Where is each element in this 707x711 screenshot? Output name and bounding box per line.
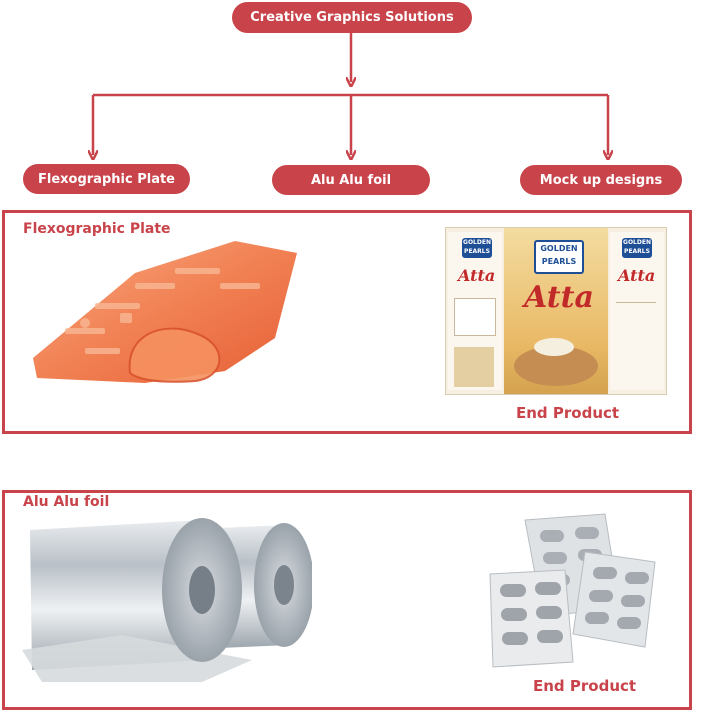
foil-roll-image: [22, 518, 312, 682]
package-info-block: [616, 302, 656, 331]
package-side-left: GOLDEN PEARLS Atta: [448, 232, 502, 390]
branch-node-mock-up-designs: Mock up designs: [520, 165, 682, 195]
root-node: Creative Graphics Solutions: [232, 2, 472, 33]
blister-sheet: [572, 551, 656, 648]
package-logo: GOLDEN PEARLS: [462, 238, 492, 258]
panel-title: Flexographic Plate: [23, 221, 171, 237]
nutrition-table: [454, 298, 496, 336]
root-node-label: Creative Graphics Solutions: [250, 10, 454, 25]
package-front: GOLDEN PEARLS Atta: [504, 228, 608, 394]
package-logo: GOLDEN PEARLS: [622, 238, 652, 258]
blister-sheet: [489, 569, 574, 668]
blister-pack-image: [489, 513, 656, 668]
package-flour-bowl: [534, 338, 574, 356]
package-product-word: Atta: [458, 266, 496, 285]
end-product-label: End Product: [516, 404, 620, 422]
package-side-right: GOLDEN PEARLS Atta: [610, 232, 664, 390]
branch-node-flexographic-plate: Flexographic Plate: [23, 164, 190, 194]
branch-label: Alu Alu foil: [310, 172, 392, 188]
panel-title: Alu Alu foil: [23, 494, 110, 510]
branch-node-alu-alu-foil: Alu Alu foil: [272, 165, 430, 195]
end-product-label: End Product: [533, 677, 637, 695]
branch-label: Flexographic Plate: [38, 171, 175, 187]
package-wheat-art: [454, 347, 494, 387]
atta-package-image: GOLDEN PEARLS Atta GOLDEN PEARLS Atta GO…: [445, 227, 667, 395]
package-product-word: Atta: [618, 266, 656, 285]
package-logo: GOLDEN PEARLS: [534, 240, 584, 274]
package-product-word: Atta: [524, 280, 594, 315]
branch-label: Mock up designs: [539, 172, 663, 188]
flexo-plate-image: [33, 241, 297, 383]
